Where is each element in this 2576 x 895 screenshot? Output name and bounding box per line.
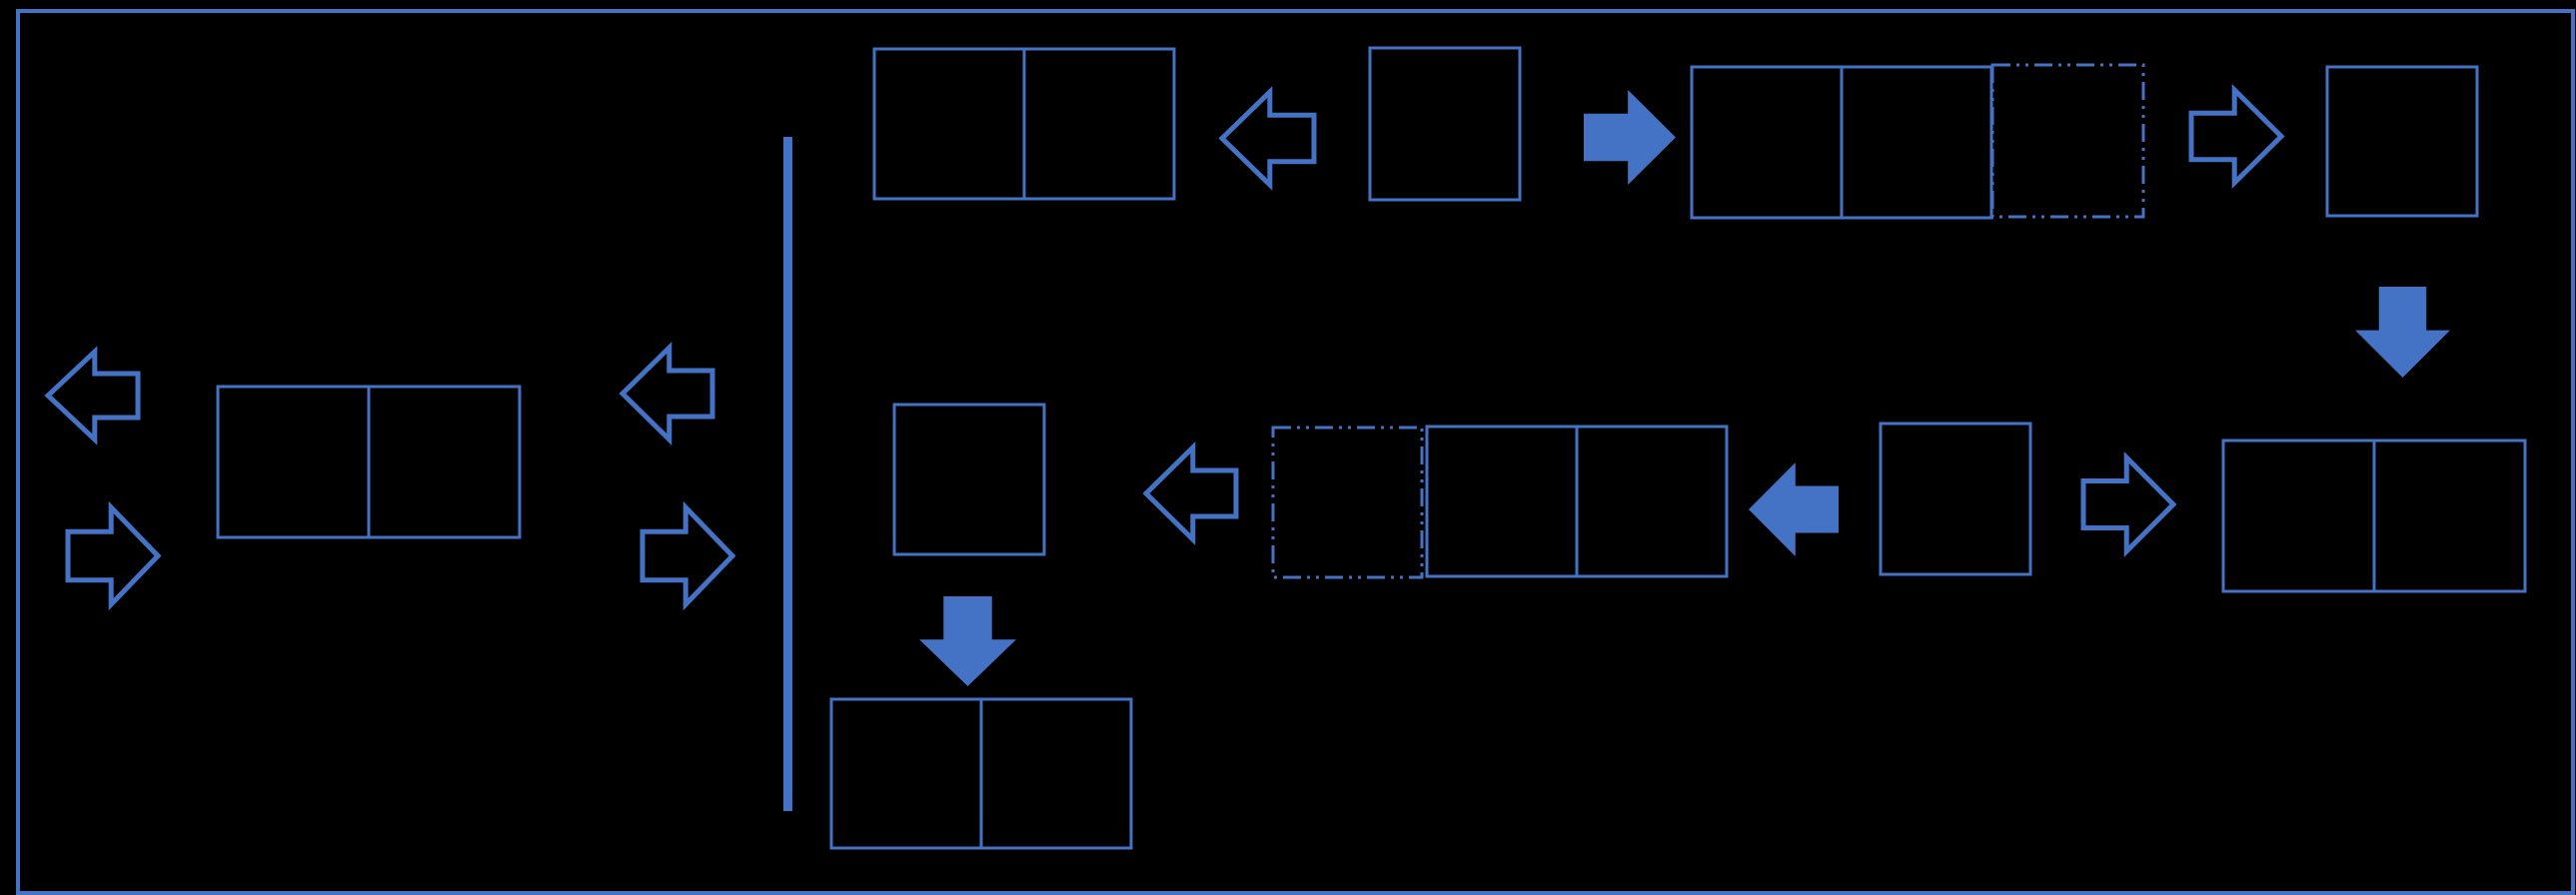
top-single-box-2	[2325, 65, 2479, 218]
inner-upper-left-arrow-icon	[619, 342, 715, 446]
mid-single-box-1	[892, 403, 1046, 556]
mid-down-arrow-filled-icon	[919, 596, 1016, 686]
divider-bar	[783, 137, 792, 811]
top-right-arrow-filled-icon	[1584, 90, 1676, 185]
top-triple-box-ghost	[1990, 63, 2145, 219]
top-single-box-1	[1368, 46, 1522, 202]
mid-left-arrow-outline-icon	[1142, 442, 1239, 545]
mid-single-box-2	[1879, 422, 2032, 576]
left-upper-left-arrow-icon	[44, 346, 141, 446]
top-left-arrow-icon	[1218, 86, 1317, 191]
outer-frame	[16, 9, 2575, 895]
top-down-arrow-filled-icon	[2355, 287, 2450, 378]
top-right-arrow-outline-icon	[2188, 83, 2285, 190]
mid-left-arrow-filled-icon	[1749, 462, 1839, 556]
left-lower-right-arrow-icon	[65, 500, 162, 611]
inner-lower-right-arrow-icon	[640, 500, 736, 611]
mid-ghost-box	[1271, 426, 1424, 579]
mid-right-arrow-outline-icon	[2080, 450, 2177, 558]
